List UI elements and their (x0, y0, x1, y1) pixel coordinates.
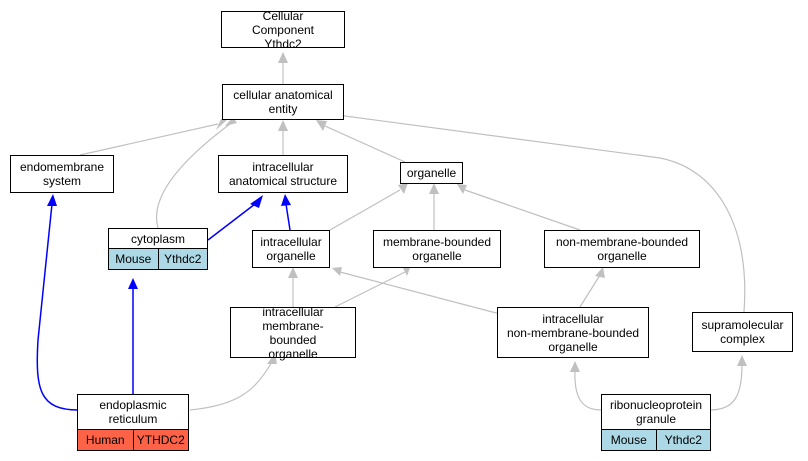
species-tags: Human YTHDC2 (78, 429, 188, 450)
edge-supramolecular-to-cae (329, 113, 746, 313)
arrowhead (288, 267, 298, 278)
gray-edges (79, 62, 746, 411)
node-intracellular-anatomical-structure[interactable]: intracellular anatomical structure (218, 155, 348, 193)
edge-endomembrane-to-cae (79, 123, 219, 156)
gene-tag: YTHDC2 (132, 430, 188, 450)
arrowhead (737, 355, 747, 366)
node-intracellular-organelle[interactable]: intracellular organelle (252, 230, 330, 268)
arrowhead (332, 267, 342, 276)
edge-cytoplasm-to-cae (156, 123, 231, 229)
node-label: intracellular membrane-bounded organelle (262, 304, 324, 361)
edge-inmbo-to-io (339, 271, 501, 315)
node-label: intracellular anatomical structure (228, 160, 338, 188)
arrowhead (570, 361, 580, 372)
arrowhead (250, 195, 263, 208)
node-non-membrane-bounded-organelle[interactable]: non-membrane-bounded organelle (544, 230, 700, 268)
arrowhead (429, 183, 439, 194)
node-membrane-bounded-organelle[interactable]: membrane-bounded organelle (373, 230, 501, 268)
node-label: endomembrane system (19, 160, 105, 188)
gene-tag: Ythdc2 (157, 249, 207, 269)
arrowhead (278, 120, 288, 131)
edge-rnp-to-inmbo (574, 369, 602, 411)
node-label: membrane-bounded organelle (382, 235, 492, 263)
edge-io-to-organelle (329, 189, 401, 231)
edge-er-to-endomembrane (36, 203, 79, 411)
node-label: cellular anatomical entity (233, 88, 333, 116)
node-label: ribonucleoprotein granule (609, 398, 703, 426)
species-tags: Mouse Ythdc2 (602, 429, 710, 450)
node-label: supramolecular complex (701, 318, 784, 346)
arrowhead (457, 184, 467, 194)
arrowhead (278, 52, 288, 63)
node-endomembrane-system[interactable]: endomembrane system (10, 155, 114, 193)
edge-rnp-to-supramolecular (709, 363, 743, 411)
node-intracellular-membrane-bounded-organelle[interactable]: intracellular membrane-bounded organelle (230, 305, 356, 361)
edge-organelle-to-cae (324, 125, 406, 163)
arrowhead (281, 194, 291, 206)
species-tag: Mouse (109, 249, 158, 269)
node-organelle[interactable]: organelle (400, 162, 463, 184)
node-label: Cellular Component Ythdc2 (251, 8, 315, 51)
species-tag: Human (78, 430, 133, 450)
node-endoplasmic-reticulum[interactable]: endoplasmic reticulum Human YTHDC2 (77, 394, 189, 451)
edge-er-to-imbo (189, 361, 273, 411)
node-ribonucleoprotein-granule[interactable]: ribonucleoprotein granule Mouse Ythdc2 (601, 394, 711, 451)
edge-io-to-ias (285, 203, 291, 231)
edge-cytoplasm-to-ias (207, 203, 256, 241)
gene-tag: Ythdc2 (655, 430, 710, 450)
node-cytoplasm[interactable]: cytoplasm Mouse Ythdc2 (108, 228, 208, 270)
species-tag: Mouse (602, 430, 656, 450)
arrowhead (128, 278, 138, 289)
node-label: endoplasmic reticulum (99, 398, 167, 426)
arrowhead (216, 118, 229, 130)
arrowhead (316, 120, 327, 131)
node-supramolecular-complex[interactable]: supramolecular complex (692, 312, 793, 352)
arrowhead (398, 183, 408, 194)
node-cellular-anatomical-entity[interactable]: cellular anatomical entity (222, 84, 344, 120)
blue-arrowheads (47, 194, 291, 289)
arrowhead (595, 267, 605, 278)
edge-inmbo-to-nmbo (579, 274, 601, 308)
node-label: organelle (406, 166, 457, 180)
node-root[interactable]: Cellular Component Ythdc2 (221, 9, 345, 51)
edge-nmbo-to-organelle (464, 189, 581, 231)
node-label: intracellular organelle (260, 235, 322, 263)
blue-edges (36, 203, 291, 411)
edge-imbo-to-mbo (334, 271, 406, 308)
node-label: non-membrane-bounded organelle (555, 235, 689, 263)
species-tags: Mouse Ythdc2 (109, 248, 207, 269)
arrowhead (47, 194, 57, 206)
node-label: cytoplasm (130, 231, 186, 246)
node-intracellular-non-membrane-bounded-organelle[interactable]: intracellular non-membrane-bounded organ… (497, 307, 649, 358)
node-label: intracellular non-membrane-bounded organ… (506, 311, 640, 354)
